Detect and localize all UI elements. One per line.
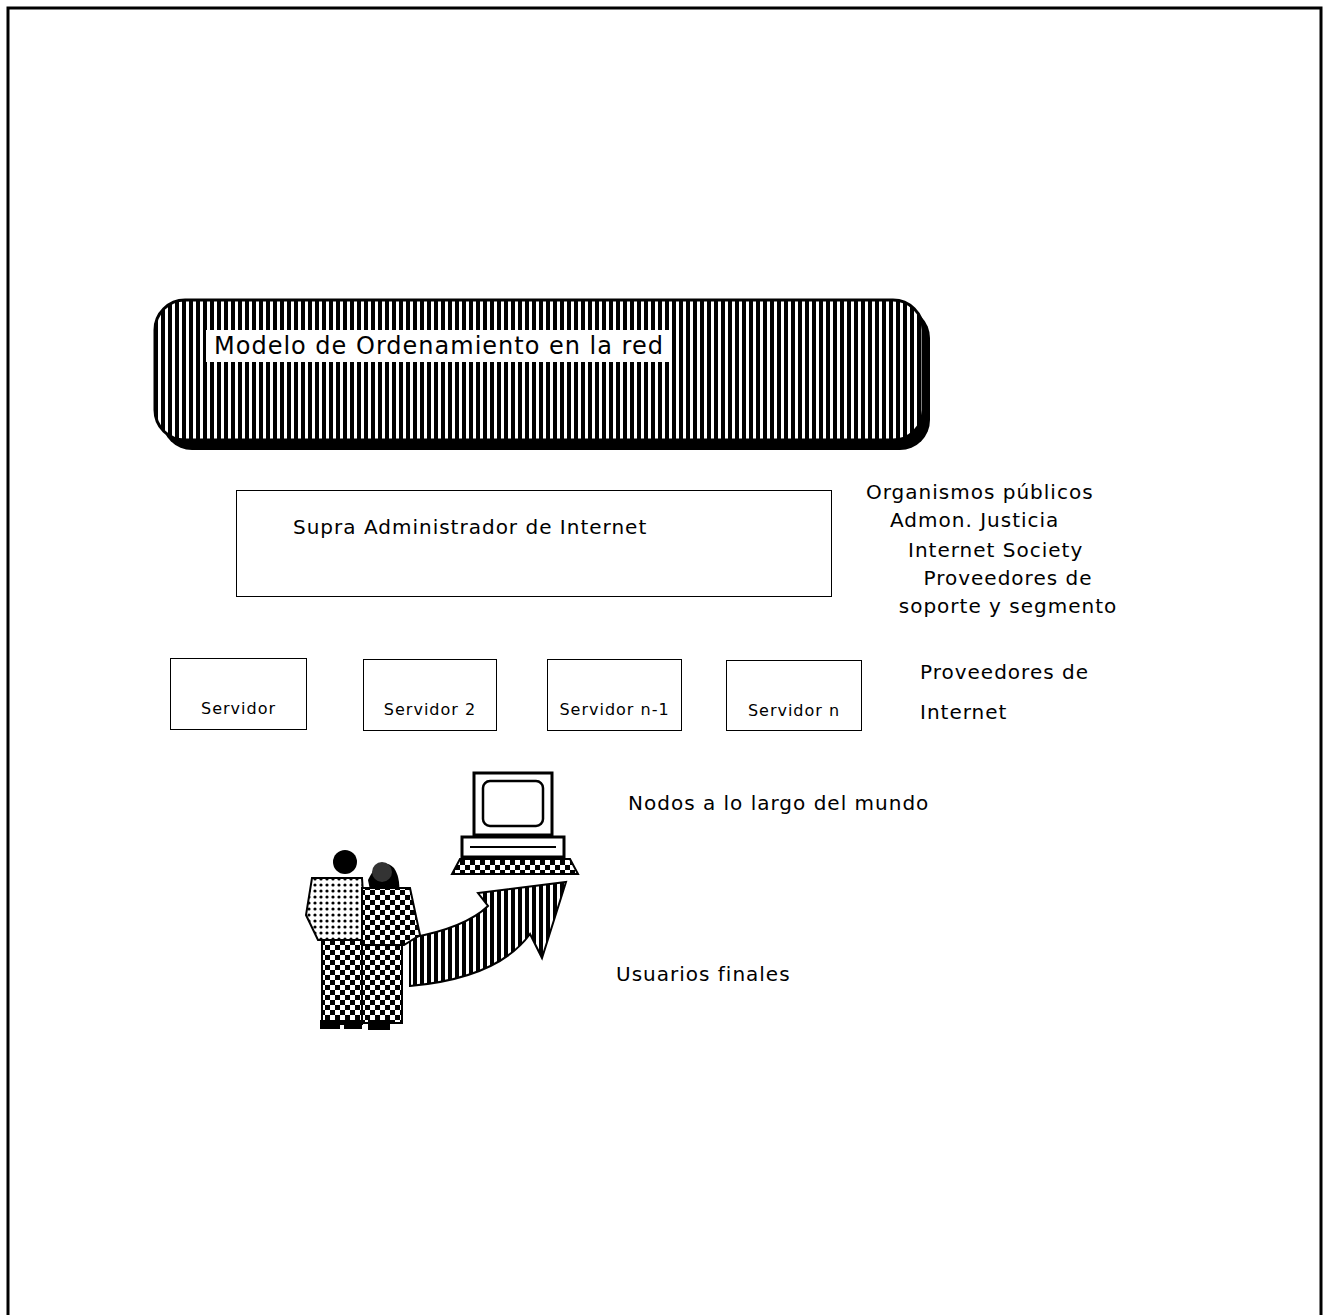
shoe — [320, 1020, 340, 1029]
computer-icon — [452, 773, 578, 874]
striped-arrow — [410, 882, 566, 986]
annotation-label: Organismos públicos — [866, 478, 1176, 506]
box-text: Servidor n — [748, 701, 840, 720]
page-border — [8, 8, 1321, 1315]
annotation-label: Nodos a lo largo del mundo — [628, 790, 1128, 816]
people-figure — [306, 850, 420, 1030]
annotation-label: Proveedores de soporte y segmento — [880, 564, 1136, 620]
admin-box: Supra Administrador de Internet — [236, 490, 832, 597]
screen — [483, 781, 543, 826]
box-text: Servidor n-1 — [559, 700, 669, 719]
shoe — [344, 1020, 362, 1029]
box-text: Supra Administrador de Internet — [293, 515, 647, 539]
monitor — [474, 773, 552, 835]
head — [372, 862, 392, 882]
legs — [322, 940, 362, 1024]
title-band — [155, 300, 923, 440]
shoe — [368, 1020, 390, 1030]
server-box: Servidor 2 — [363, 659, 497, 731]
server-box: Servidor n — [726, 660, 862, 731]
title-text: Modelo de Ordenamiento en la red — [206, 330, 672, 362]
annotation-label: Internet Society — [908, 536, 1188, 564]
head — [333, 850, 357, 874]
drive-slot — [470, 846, 556, 848]
box-text: Servidor — [201, 699, 276, 718]
box-text: Servidor 2 — [384, 700, 476, 719]
legs — [362, 945, 402, 1023]
keyboard — [452, 859, 578, 874]
annotation-label: Proveedores de Internet — [920, 652, 1152, 732]
server-box: Servidor n-1 — [547, 659, 682, 731]
torso — [362, 888, 420, 945]
annotation-label: Admon. Justicia — [890, 506, 1170, 534]
torso — [306, 878, 366, 940]
server-box: Servidor — [170, 658, 307, 730]
computer-base — [462, 837, 564, 857]
annotation-label: Usuarios finales — [616, 961, 1016, 987]
